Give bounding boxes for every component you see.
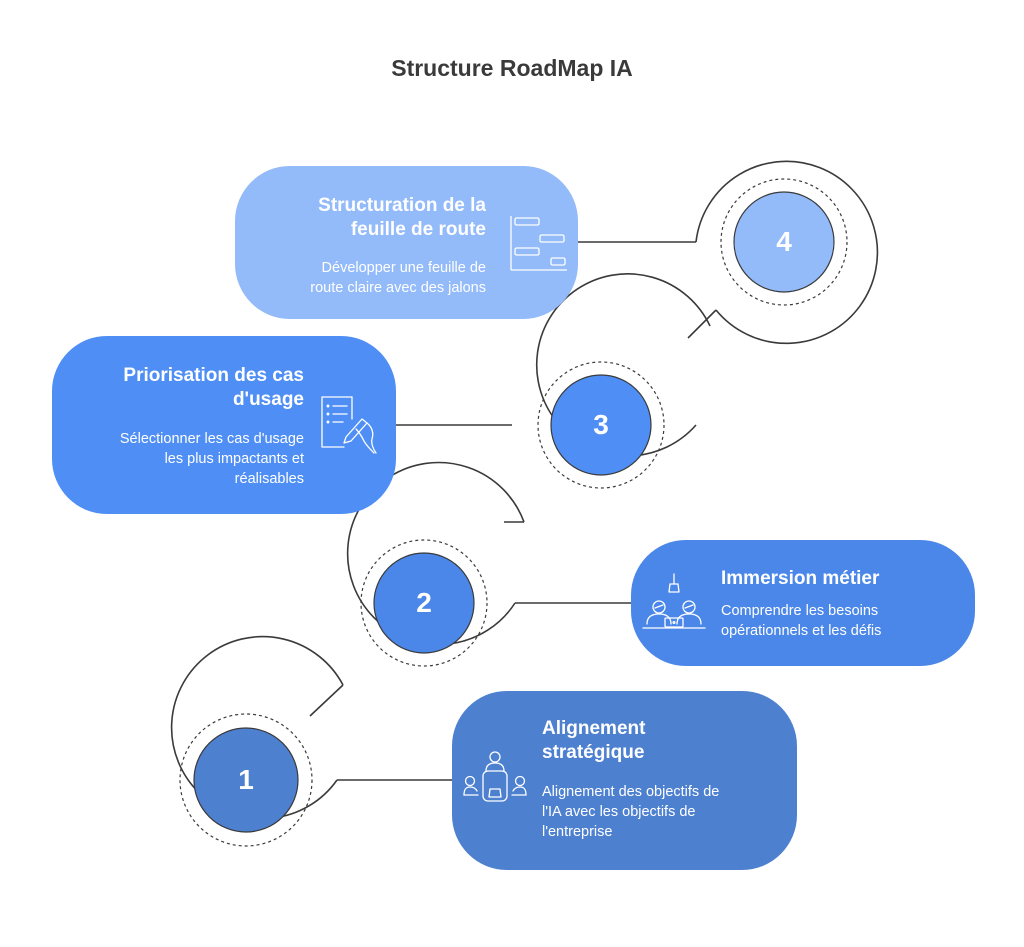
step-3-title-line-2: d'usage: [232, 389, 304, 410]
step-1-desc-line-1: Alignement des objectifs de: [542, 784, 720, 800]
step-card-2: Immersion métier Comprendre les besoins …: [631, 540, 975, 666]
dashed-ring-2: [360, 539, 488, 667]
link-3-4: [687, 309, 717, 339]
step-number-2: 2: [416, 587, 432, 618]
step-number-1: 1: [238, 764, 254, 795]
meeting-table-icon: [463, 751, 527, 802]
page-title: Structure RoadMap IA: [391, 55, 633, 81]
step-4-title-line-2: feuille de route: [350, 219, 486, 240]
step-card-3: Priorisation des cas d'usage Sélectionne…: [52, 336, 396, 514]
step-4-desc-line-1: Développer une feuille de: [321, 260, 486, 276]
step-1-description: Alignement des objectifs de l'IA avec le…: [542, 782, 719, 842]
step-4-title: Structuration de la feuille de route: [318, 194, 486, 242]
step-2-desc-line-2: opérationnels et les défis: [721, 623, 882, 639]
step-2-desc-line-1: Comprendre les besoins: [721, 603, 879, 619]
link-1-2: [309, 684, 344, 717]
number-circle-2: [373, 552, 475, 654]
step-number-4: 4: [776, 226, 792, 257]
arc-step-4: [695, 160, 879, 345]
step-2-title: Immersion métier: [721, 567, 879, 591]
gantt-chart-icon: [510, 216, 567, 271]
step-3-title: Priorisation des cas d'usage: [123, 364, 304, 412]
step-3-title-line-1: Priorisation des cas: [123, 365, 304, 386]
step-card-4: Structuration de la feuille de route Dév…: [235, 166, 578, 319]
step-4-description: Développer une feuille de route claire a…: [310, 258, 486, 298]
dashed-ring-4: [720, 178, 848, 306]
step-1-title-line-1: Alignement: [542, 718, 646, 739]
step-3-desc-line-2: les plus impactants et: [164, 451, 304, 467]
number-circle-1: [193, 727, 299, 833]
step-1-title: Alignement stratégique: [542, 717, 645, 765]
team-workshop-icon: [642, 573, 706, 629]
step-1-desc-line-2: l'IA avec les objectifs de: [542, 804, 696, 820]
step-4-desc-line-2: route claire avec des jalons: [310, 280, 486, 296]
dashed-ring-3: [537, 361, 665, 489]
step-1-title-line-2: stratégique: [542, 742, 645, 763]
number-circle-4: [733, 191, 835, 293]
step-number-3: 3: [593, 409, 609, 440]
step-3-desc-line-1: Sélectionner les cas d'usage: [119, 431, 304, 447]
checklist-pen-icon: [321, 396, 377, 454]
step-4-title-line-1: Structuration de la: [318, 195, 486, 216]
step-card-1: Alignement stratégique Alignement des ob…: [452, 691, 797, 870]
step-2-description: Comprendre les besoins opérationnels et …: [721, 601, 881, 641]
number-circle-3: [550, 374, 652, 476]
step-3-desc-line-3: réalisables: [234, 471, 304, 487]
dashed-ring-1: [179, 713, 313, 847]
step-3-description: Sélectionner les cas d'usage les plus im…: [120, 429, 304, 489]
step-2-title-line-1: Immersion métier: [721, 568, 880, 589]
step-1-desc-line-3: l'entreprise: [542, 824, 613, 840]
